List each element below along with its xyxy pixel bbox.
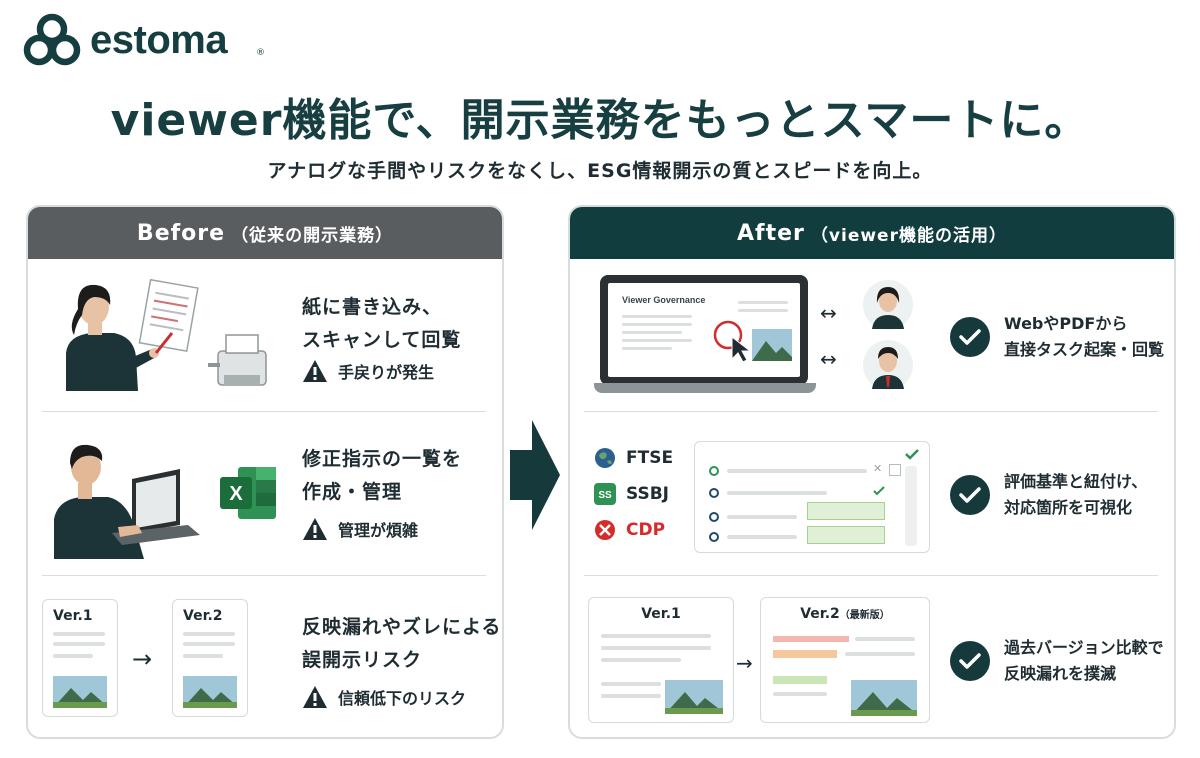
reviewer-avatar-male [863, 340, 913, 390]
before-row1-line2: スキャンして回覧 [302, 329, 462, 351]
brand-name: estoma [90, 18, 228, 62]
after-row3-line2: 反映漏れを撲滅 [1004, 664, 1117, 683]
before-doc-ver2: Ver.2 [172, 599, 248, 717]
after-subtitle: （viewer機能の活用） [810, 225, 1007, 246]
exchange-arrow-icon: ↔ [820, 301, 837, 325]
after-row1-line2: 直接タスク起案・回覧 [1004, 340, 1165, 359]
before-row3-warning: 信頼低下のリスク [302, 685, 466, 709]
viewer-laptop-illustration: Viewer Governance [594, 275, 816, 399]
framework-list: FTSE SS SSBJ CDP [594, 447, 673, 541]
after-row3-benefit: 過去バージョン比較で 反映漏れを撲滅 [950, 635, 1164, 687]
before-row3-line1: 反映漏れやズレによる [302, 616, 502, 638]
before-row2-warning: 管理が煩雑 [302, 517, 418, 541]
landscape-image-icon [752, 329, 792, 361]
after-ver1-label: Ver.1 [641, 606, 681, 622]
close-icon: ✕ [873, 462, 883, 475]
status-circle-icon [709, 512, 719, 522]
landscape-image-icon [53, 676, 107, 708]
after-row1-benefit: WebやPDFから 直接タスク起案・回覧 [950, 311, 1164, 363]
before-panel: Before （従来の開示業務） 紙に書き込み、 スキャンして回覧 [26, 205, 504, 739]
framework-ftse-name: FTSE [626, 448, 674, 468]
reviewer-avatar-female [863, 280, 913, 330]
after-doc-ver1: Ver.1 [588, 597, 734, 723]
before-row1-line1: 紙に書き込み、 [302, 296, 443, 318]
after-ver2-label: Ver.2 [800, 606, 840, 622]
after-row2-line2: 対応箇所を可視化 [1004, 498, 1133, 517]
landscape-image-icon [851, 680, 917, 716]
before-row2-line2: 作成・管理 [302, 481, 403, 503]
before-ver1-label: Ver.1 [53, 608, 93, 624]
estoma-logo-icon [23, 13, 81, 66]
warning-icon [303, 686, 327, 708]
status-ok-icon [709, 466, 719, 476]
svg-text:SS: SS [598, 490, 612, 501]
ssbj-logo-icon: SS [594, 483, 616, 505]
framework-ftse: FTSE [594, 447, 673, 469]
exchange-arrow-icon: ↔ [820, 347, 837, 371]
status-circle-icon [709, 532, 719, 542]
after-divider-2 [584, 575, 1158, 576]
framework-cdp: CDP [594, 519, 673, 541]
before-title: Before [136, 220, 226, 246]
page-headline: viewer機能で、開示業務をもっとスマートに。 [110, 95, 1090, 146]
framework-ssbj-name: SSBJ [626, 484, 670, 504]
paper-review-illustration [66, 278, 267, 391]
cdp-logo-icon [595, 520, 615, 540]
after-ver2-note: （最新版） [839, 610, 890, 621]
globe-icon [595, 448, 615, 468]
brand-logo: estoma ® [20, 12, 280, 74]
checkbox-icon [889, 464, 901, 476]
brand-registered-mark: ® [256, 48, 265, 58]
before-row3-warning-text: 信頼低下のリスク [338, 689, 467, 708]
before-row1-warning-text: 手戻りが発生 [338, 363, 435, 382]
diff-removed-highlight [773, 636, 849, 642]
before-row2-warning-text: 管理が煩雑 [338, 521, 419, 540]
before-panel-header: Before （従来の開示業務） [28, 207, 502, 259]
warning-icon [303, 360, 327, 382]
transition-arrow-icon [510, 420, 560, 530]
page-subline: アナログな手間やリスクをなくし、ESG情報開示の質とスピードを向上。 [267, 160, 933, 182]
highlight-cursor-icon [713, 320, 752, 363]
before-divider-1 [42, 411, 486, 412]
before-doc-ver1: Ver.1 [42, 599, 118, 717]
diff-added-highlight [773, 676, 827, 684]
check-icon [950, 641, 990, 681]
svg-text:X: X [229, 483, 243, 505]
highlighted-match [807, 526, 885, 544]
before-subtitle: （従来の開示業務） [231, 225, 394, 246]
before-version-arrow-icon: → [132, 645, 153, 673]
status-circle-icon [709, 488, 719, 498]
landscape-image-icon [183, 676, 237, 708]
after-row2-benefit: 評価基準と紐付け、 対応箇所を可視化 [950, 469, 1147, 521]
diff-changed-highlight [773, 650, 837, 658]
after-ver2-heading: Ver.2（最新版） [761, 606, 929, 622]
before-divider-2 [42, 575, 486, 576]
before-row3-line2: 誤開示リスク [302, 649, 423, 671]
after-title: After [737, 220, 805, 246]
check-mark-icon [905, 449, 919, 460]
after-row3-line1: 過去バージョン比較で [1004, 638, 1164, 657]
check-icon [950, 317, 990, 357]
before-row2-line1: 修正指示の一覧を [302, 448, 463, 470]
after-divider-1 [584, 411, 1158, 412]
viewer-screen-title: Viewer Governance [622, 295, 706, 305]
highlighted-match [807, 502, 885, 520]
checklist-scrollbar[interactable] [905, 466, 917, 546]
check-mark-icon [873, 486, 885, 496]
after-row1-line1: WebやPDFから [1004, 314, 1128, 333]
framework-cdp-name: CDP [626, 520, 666, 540]
spreadsheet-illustration: X [54, 444, 276, 559]
after-row2-line1: 評価基準と紐付け、 [1004, 472, 1148, 491]
warning-icon [303, 518, 327, 540]
after-doc-ver2: Ver.2（最新版） [760, 597, 930, 723]
after-panel: After （viewer機能の活用） Viewer Governance ↔ [568, 205, 1176, 739]
before-ver2-label: Ver.2 [183, 608, 223, 624]
before-row1-warning: 手戻りが発生 [302, 359, 434, 383]
framework-ssbj: SS SSBJ [594, 483, 673, 505]
criteria-checklist-mock: ✕ [694, 441, 930, 553]
landscape-image-icon [665, 680, 723, 714]
after-panel-header: After （viewer機能の活用） [570, 207, 1174, 259]
after-version-arrow-icon: → [736, 651, 753, 675]
check-icon [950, 475, 990, 515]
